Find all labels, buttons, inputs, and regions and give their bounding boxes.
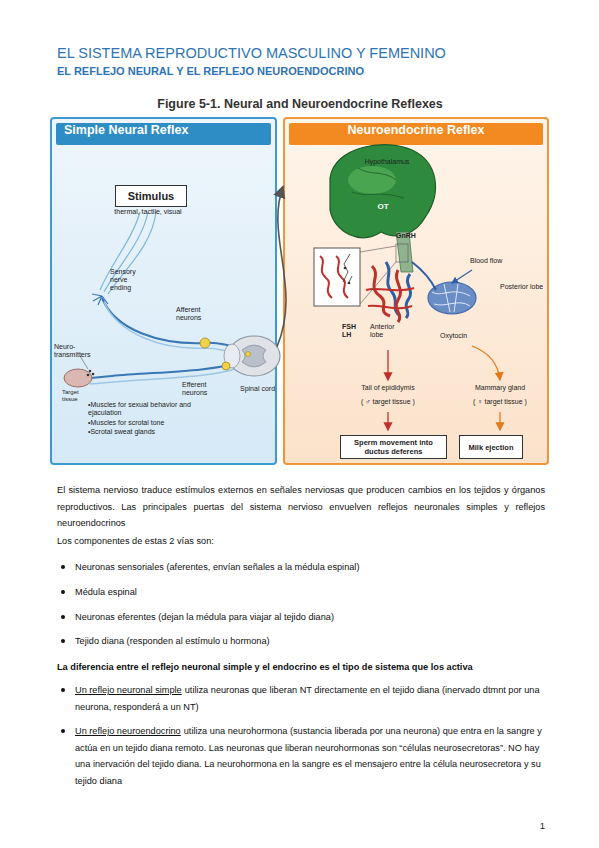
body-paragraph: La diferencia entre el reflejo neuronal … <box>57 659 545 676</box>
body-paragraph: Neuronas sensoriales (aferentes, envían … <box>75 559 545 576</box>
bullet-dot <box>61 639 65 643</box>
part-label: Afferent neurons <box>176 306 218 322</box>
bullet-dot <box>61 729 65 733</box>
panel-heading: Simple Neural Reflex <box>56 123 271 145</box>
part-label: Blood flow <box>470 257 515 265</box>
body-paragraph: Neuronas eferentes (dejan la médula para… <box>75 609 545 626</box>
underlined-term: Un reflejo neuroendocrino <box>75 726 181 736</box>
body-paragraph: Tejido diana (responden al estímulo u ho… <box>75 633 545 650</box>
body-paragraph: Los componentes de estas 2 vías son: <box>57 533 545 550</box>
part-label: Sensory nerve ending <box>110 268 150 292</box>
box-label: Stimulus <box>128 190 174 203</box>
bullet-dot <box>61 615 65 619</box>
part-label: Target tissue <box>62 389 96 403</box>
response-box: Sperm movement into ductus deferens <box>340 435 447 459</box>
body-text: El sistema nervioso traduce estímulos ex… <box>57 485 545 528</box>
body-paragraph: Un reflejo neuroendocrinoutiliza una neu… <box>75 723 545 789</box>
underlined-term: Un reflejo neuronal simple <box>75 685 182 695</box>
target-list-item: •Muscles for sexual behavior and ejacula… <box>88 401 213 417</box>
part-label: Neuro-transmitters <box>54 343 94 359</box>
target-list-item: •Muscles for scrotal tone <box>88 419 213 427</box>
target-label: ( ♀ target tissue ) <box>458 398 542 406</box>
part-label: Posterior lobe <box>500 283 544 291</box>
response-box: Milk ejection <box>459 435 523 459</box>
target-list-item: •Scrotal sweat glands <box>88 428 213 436</box>
body-text: Médula espinal <box>75 587 137 597</box>
box-label: Sperm movement into ductus deferens <box>341 438 446 456</box>
stimulus-types: thermal, tactile, visual <box>98 208 198 216</box>
reflex-panel: Neuroendocrine ReflexSperm movement into… <box>283 117 549 465</box>
hormone-label: GnRH <box>396 232 426 240</box>
bullet-dot <box>61 688 65 692</box>
body-text: Neuronas eferentes (dejan la médula para… <box>75 612 334 622</box>
target-label: Tail of epididymis <box>345 384 431 392</box>
page-title: EL SISTEMA REPRODUCTIVO MASCULINO Y FEME… <box>57 44 577 62</box>
box-label: Milk ejection <box>466 443 515 452</box>
hormone-label: Oxytocin <box>440 332 485 340</box>
body-text: Neuronas sensoriales (aferentes, envían … <box>75 562 359 572</box>
target-label: ( ♂ target tissue ) <box>345 398 431 406</box>
figure-caption: Figure 5-1. Neural and Neuroendocrine Re… <box>120 96 480 112</box>
target-label: Mammary gland <box>458 384 542 392</box>
stimulus-box: Stimulus <box>115 185 187 207</box>
part-label: Anterior lobe <box>370 323 406 339</box>
body-text: La diferencia entre el reflejo neuronal … <box>57 662 473 672</box>
body-paragraph: Médula espinal <box>75 584 545 601</box>
hormone-label: FSH LH <box>342 323 364 339</box>
body-text: Tejido diana (responden al estímulo u ho… <box>75 636 270 646</box>
body-text: Los componentes de estas 2 vías son: <box>57 536 214 546</box>
page-number: 1 <box>515 820 545 832</box>
hormone-label: OT <box>370 203 396 211</box>
part-label: Spinal cord <box>240 385 276 393</box>
part-label: Efferent neurons <box>182 381 224 397</box>
panel-heading: Neuroendocrine Reflex <box>289 123 543 145</box>
body-paragraph: Un reflejo neuronal simpleutiliza neuron… <box>75 682 545 715</box>
bullet-dot <box>61 565 65 569</box>
part-label: Hypothalamus <box>350 158 424 166</box>
body-paragraph: El sistema nervioso traduce estímulos ex… <box>57 482 545 532</box>
bullet-dot <box>61 590 65 594</box>
section-heading: EL REFLEJO NEURAL Y EL REFLEJO NEUROENDO… <box>57 64 545 78</box>
reflex-panel: Simple Neural ReflexStimulus <box>50 117 277 465</box>
